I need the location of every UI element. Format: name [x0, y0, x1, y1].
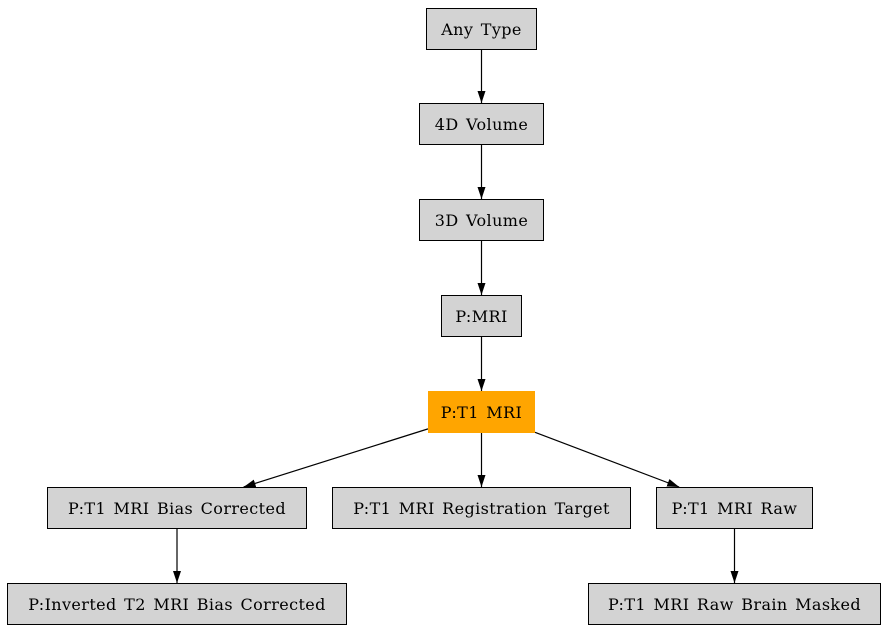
node-label: 4D Volume — [434, 114, 529, 134]
node-4d-volume[interactable]: 4D Volume — [419, 103, 544, 145]
node-p-t1-mri-bias-corrected[interactable]: P:T1 MRI Bias Corrected — [47, 487, 307, 529]
node-any-type[interactable]: Any Type — [426, 8, 537, 50]
node-p-t1-mri-raw-brain-masked[interactable]: P:T1 MRI Raw Brain Masked — [588, 583, 881, 625]
node-label: Any Type — [441, 19, 522, 39]
node-p-t1-mri-registration-target[interactable]: P:T1 MRI Registration Target — [332, 487, 631, 529]
node-label: P:T1 MRI Registration Target — [353, 498, 610, 518]
edge-p-t1-mri-to-p-t1-mri-bias-corrected — [243, 428, 429, 488]
node-label: P:MRI — [455, 306, 508, 326]
node-p-t1-mri[interactable]: P:T1 MRI — [428, 391, 535, 433]
node-label: P:T1 MRI Raw Brain Masked — [607, 594, 862, 614]
node-label: P:T1 MRI Raw — [671, 498, 798, 518]
node-label: P:T1 MRI Bias Corrected — [67, 498, 286, 518]
node-label: P:T1 MRI — [440, 402, 523, 422]
node-3d-volume[interactable]: 3D Volume — [419, 199, 544, 241]
node-p-inverted-t2-mri-bias-corrected[interactable]: P:Inverted T2 MRI Bias Corrected — [7, 583, 347, 625]
edge-p-t1-mri-to-p-t1-mri-raw — [534, 431, 680, 488]
node-p-mri[interactable]: P:MRI — [441, 295, 522, 337]
node-p-t1-mri-raw[interactable]: P:T1 MRI Raw — [656, 487, 813, 529]
node-label: 3D Volume — [434, 210, 529, 230]
node-label: P:Inverted T2 MRI Bias Corrected — [28, 594, 326, 614]
